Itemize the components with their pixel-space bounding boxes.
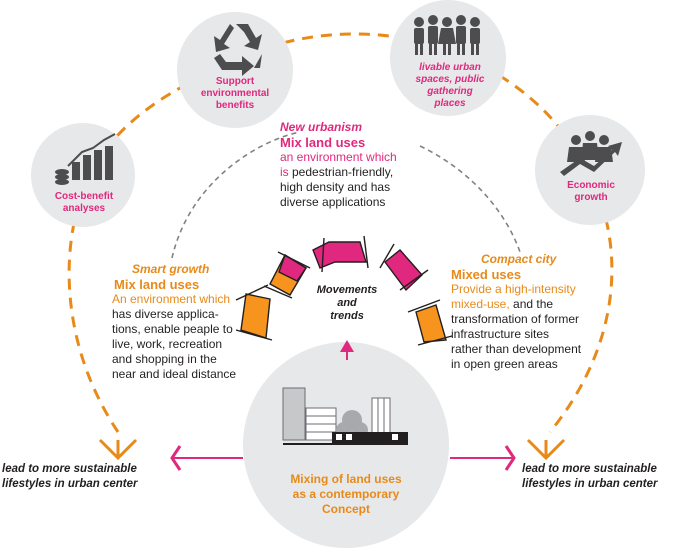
- new-urbanism-line2-highlight: is: [280, 165, 289, 179]
- city-buildings-icon: [282, 387, 408, 445]
- and-label: and: [337, 297, 357, 309]
- smart-growth-line3: live, work, recreation: [112, 337, 223, 351]
- outcome-left: lead to more sustainable lifestyles in u…: [2, 462, 172, 492]
- concept-line3: Concept: [322, 502, 370, 516]
- compact-city-line4: infrastructure sites: [451, 327, 550, 341]
- livable-node: [390, 0, 506, 116]
- livable-label: livable urban spaces, public gathering p…: [395, 62, 505, 110]
- cost-benefit-line1: Cost-benefit: [54, 191, 114, 202]
- arc-segment-2b: [278, 253, 307, 282]
- new-urbanism-subheading: Mix land uses: [280, 135, 366, 150]
- outcome-right-line2: lifestyles in urban center: [522, 478, 658, 490]
- economic-line1: Economic: [567, 180, 615, 191]
- smart-growth-line2: tions, enable peaple to: [112, 322, 233, 336]
- compact-city-block: Compact city Mixed uses Provide a high-i…: [451, 252, 621, 372]
- movements-label: Movements: [316, 284, 378, 296]
- compact-city-heading: Compact city: [481, 252, 557, 266]
- smart-growth-line4: and shopping in the: [112, 352, 217, 366]
- economic-line2: growth: [574, 192, 608, 203]
- livable-line2: spaces, public: [415, 74, 485, 85]
- cost-benefit-label: Cost-benefit analyses: [38, 191, 130, 215]
- smart-growth-block: Smart growth Mix land uses An environmen…: [112, 262, 262, 382]
- compact-city-line5: rather than development: [451, 342, 582, 356]
- concept-node: [243, 342, 449, 548]
- outcome-right: lead to more sustainable lifestyles in u…: [522, 462, 685, 492]
- cost-benefit-line2: analyses: [62, 203, 106, 214]
- compact-city-highlight-line1: Provide a high-intensity: [451, 282, 576, 296]
- economic-node: [535, 115, 645, 225]
- arc-segment-3: [312, 241, 367, 269]
- recycle-icon: [214, 24, 262, 76]
- outcome-connectors: [98, 438, 566, 471]
- compact-city-line3: transformation of former: [451, 312, 580, 326]
- inner-dashed-arc: [171, 131, 521, 259]
- environmental-line3: benefits: [215, 100, 255, 111]
- people-group-icon: [414, 15, 480, 55]
- livable-line3: gathering: [427, 86, 473, 97]
- center-pointer-arrow: [340, 340, 354, 352]
- new-urbanism-line4: diverse applications: [280, 195, 386, 209]
- outer-dashed-arc-left-upper: [103, 54, 249, 151]
- compact-city-highlight-line2: mixed-use,: [451, 297, 510, 311]
- environmental-node: [177, 12, 293, 128]
- trend-arc-segments: [235, 235, 453, 346]
- new-urbanism-line2-rest: pedestrian-friendly,: [288, 165, 394, 179]
- smart-growth-highlight-line: An environment which: [112, 292, 231, 306]
- economic-label: Economic growth: [545, 180, 637, 204]
- concept-line2: as a contemporary: [292, 487, 400, 501]
- outcome-left-line2: lifestyles in urban center: [2, 478, 138, 490]
- outcome-left-line1: lead to more sustainable: [2, 463, 137, 475]
- new-urbanism-heading: New urbanism: [280, 120, 363, 134]
- livable-line1: livable urban: [419, 62, 481, 73]
- compact-city-line2-rest: and the: [509, 297, 554, 311]
- smart-growth-heading: Smart growth: [132, 262, 210, 276]
- smart-growth-line1: has diverse applica-: [112, 307, 219, 321]
- smart-growth-subheading: Mix land uses: [114, 277, 200, 292]
- livable-line4: places: [434, 98, 466, 109]
- environmental-line2: environmental: [200, 88, 270, 99]
- smart-growth-line5: near and ideal distance: [112, 367, 237, 381]
- environmental-line1: Support: [215, 76, 255, 87]
- movements-trends-label: Movements and trends: [300, 284, 394, 323]
- new-urbanism-line3: high density and has: [280, 180, 391, 194]
- concept-label: Mixing of land uses as a contemporary Co…: [266, 472, 426, 517]
- trends-label: trends: [330, 310, 364, 322]
- bar-chart-with-coins-icon: [55, 133, 116, 185]
- new-urbanism-block: New urbanism Mix land uses an environmen…: [280, 120, 460, 210]
- compact-city-line6: in open green areas: [451, 357, 558, 371]
- compact-city-subheading: Mixed uses: [451, 267, 522, 282]
- people-rising-arrow-icon: [560, 131, 622, 176]
- concept-line1: Mixing of land uses: [290, 472, 402, 486]
- cost-benefit-node: [31, 123, 135, 227]
- new-urbanism-line1: an environment which: [280, 150, 397, 164]
- arc-segment-5: [415, 304, 447, 343]
- outcome-right-line1: lead to more sustainable: [522, 463, 657, 475]
- environmental-label: Support environmental benefits: [180, 76, 290, 112]
